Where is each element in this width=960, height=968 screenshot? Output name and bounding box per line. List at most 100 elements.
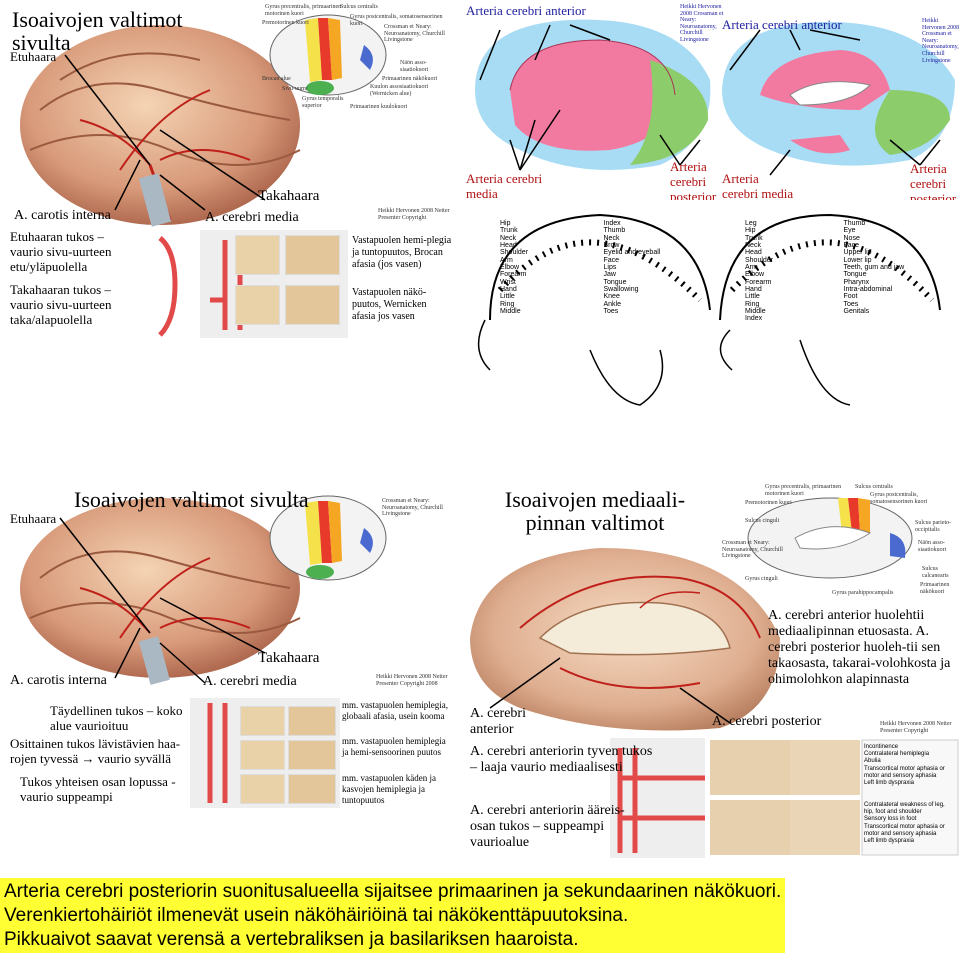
homunculus-left-label: Shoulder (500, 249, 529, 257)
netter-symptom: Left limb dyspraxia (864, 837, 915, 844)
panel1-taka-tukos: Takahaaran tukos – vaurio sivu-uurteen t… (10, 282, 112, 327)
inset1-premotor: Premotorinen kuori (262, 20, 309, 26)
brain-medial-illustration (470, 497, 959, 858)
panel1-carotis: A. carotis interna (14, 208, 111, 223)
homunculus-right-label: Index (745, 315, 763, 323)
panel3-brain-thumb-3 (240, 740, 285, 770)
inset1-prim-kuulo: Primaarinen kuulokuori (350, 104, 408, 110)
panel3-effect1: mm. vastapuolen hemiplegia, globaali afa… (342, 700, 448, 721)
panel4-desc: A. cerebri anterior huolehtii mediaalipi… (768, 608, 951, 688)
inset1-nako-asso: Näön asso-siaatiokuori (400, 60, 429, 73)
inset1-crossman: Crossman et Neary: Neuroanatomy, Churchi… (384, 24, 445, 44)
homunculus-right-labels: Leg Hip Trunk Neck Head Shoulder Arm Elb… (745, 220, 935, 323)
acm-label-2: Arteria cerebri media (722, 171, 794, 200)
panel-medial-arteries: Isoaivojen mediaali-pinnan valtimot A. c… (460, 478, 960, 868)
inset4-prim-nako: Primaarinen näkökuori (920, 582, 950, 595)
panel3-cerebri-media: A. cerebri media (203, 674, 297, 689)
panel-lateral-arteries-2: Isoaivojen valtimot sivulta Etuhaara Tak… (0, 478, 460, 868)
homunculus-left-label: Forearm (500, 271, 527, 279)
homunculus-right-label: Genitals (843, 308, 870, 316)
territory-maps-illustration (475, 19, 955, 176)
panel1-brain-thumb-2 (285, 235, 340, 275)
acm-label-1: Arteria cerebri media (466, 171, 543, 200)
homunculus-right-label: Arm (745, 264, 758, 272)
inset4-gyrus-pre: Gyrus precentralis, primaarinen motorine… (765, 484, 842, 497)
homunculus-right-label: Upper lip (843, 249, 872, 257)
inset1-gyrus-pre: Gyrus precentralis, primaarinen motorine… (265, 4, 342, 17)
homunculus-left-label: Lips (603, 264, 617, 272)
summary-line-2: Verenkiertohäiriöt ilmenevät usein näköh… (4, 904, 629, 926)
homunculus-right-label: Middle (745, 308, 766, 316)
homunculus-right-label: Thumb (843, 220, 866, 227)
homunculus-left-label: Head (500, 242, 517, 250)
panel3-title: Isoaivojen valtimot sivulta (74, 487, 309, 512)
homunculus-right-label: Pharynx (843, 278, 870, 286)
panel3-takahaara: Takahaara (258, 650, 320, 666)
homunculus-right-label: Teeth, gum and jaw (843, 264, 905, 272)
inset-medial-cortex-map (747, 497, 913, 579)
homunculus-left-label: Swallowing (603, 286, 639, 294)
inset1-prim-nako: Primaarinen näkökuori (382, 76, 438, 82)
panel1-etu-tukos: Etuhaaran tukos – vaurio sivu-uurteen et… (10, 229, 112, 274)
homunculus-right-label: Face (843, 242, 860, 250)
homunculus-left-label: Index (603, 220, 621, 227)
copyright-left: Heikki Hervonen 2008 Crossman et Neary: … (680, 4, 724, 43)
panel1-brain-thumb-1 (235, 235, 280, 275)
panel3-effect2: mm. vastapuolen hemiplegia ja hemi-senso… (342, 736, 446, 757)
panel1-etuhaara: Etuhaara (10, 49, 57, 64)
homunculus-left-label: Elbow (500, 264, 520, 272)
homunculus-left-label: Toes (603, 308, 619, 316)
inset4-nako-asso: Näön asso-siaatiokuori (918, 540, 947, 553)
inset1-broca: Brocan alue (262, 76, 291, 82)
acp-label-1: Arteria cerebri posterior (670, 159, 717, 200)
homunculus-left-label: Middle (500, 308, 521, 316)
panel3-taydellinen: Täydellinen tukos – koko alue vaurioituu (50, 703, 183, 733)
acp-label-2: Arteria cerebri posterior (910, 161, 957, 200)
netter-symptoms-1: Incontinence Contralateral hemiplegia Ab… (864, 744, 956, 787)
homunculus-left-label: Wrist (500, 278, 516, 286)
inset1-sivu: Sivu-uurre (282, 86, 308, 92)
panel3-brain-thumb-1 (240, 706, 285, 736)
homunculus-left-label: Hand (500, 286, 517, 294)
inset4-premotor: Premotorinen kuori (745, 500, 792, 506)
homunculus-left-label: Thumb (603, 227, 626, 235)
inset4-calcarinus: Sulcus calcanearis (922, 566, 949, 579)
inset4-parahippo: Gyrus parahippocampalis (832, 590, 894, 596)
homunculus-right-label: Forearm (745, 278, 772, 286)
inset1-sulcus-c: Sulcus centralis (340, 4, 378, 10)
homunculus-left-label: Tongue (603, 278, 627, 286)
inset1-temporalis: Gyrus temporalis superior (302, 96, 344, 109)
panel1-cerebri-media: A. cerebri media (205, 210, 299, 225)
homunculus-left-label: Brow (603, 242, 620, 250)
homunculus-right-label: Tongue (843, 271, 867, 279)
homunculus-left-label: Neck (603, 234, 620, 242)
netter-symptom: Abulia (864, 758, 881, 765)
panel4-title: Isoaivojen mediaali-pinnan valtimot (504, 487, 686, 536)
homunculus-right-label: Foot (843, 293, 858, 301)
panel3-brain-thumb-4 (288, 740, 336, 770)
netter-symptom: Sensory loss in foot (864, 816, 917, 823)
netter-symptom: Transcortical motor aphasia or motor and… (864, 823, 945, 837)
homunculus-right-label: Elbow (745, 271, 765, 279)
netter-symptom: Contralateral hemiplegia (864, 751, 930, 758)
inset-cortex-map (269, 14, 387, 96)
homunculus-left-label: Ring (500, 300, 515, 308)
summary-text-box: Arteria cerebri posteriorin suonitusalue… (0, 878, 786, 954)
panel4-tyvi: A. cerebri anteriorin tyven tukos – laaj… (470, 744, 653, 776)
inset4-sulcus-c: Sulcus centralis (855, 484, 893, 490)
aca-label-1: Arteria cerebri anterior (466, 3, 586, 18)
netter-symptom: Incontinence (864, 744, 899, 750)
panel1-title: Isoaivojen valtimot sivulta (12, 7, 183, 56)
panel1-effect1: Vastapuolen hemi-plegia ja tuntopuutos, … (352, 235, 452, 270)
netter-symptom: Contralateral weakness of leg, hip, foot… (864, 802, 945, 816)
panel4-copyright: Heikki Hervonen 2008 Netter Presenter Co… (880, 721, 952, 734)
panel-arterial-territories: Arteria cerebri anterior Heikki Hervonen… (460, 0, 960, 200)
homunculus-right-label: Toes (843, 300, 859, 308)
homunculus-left-label: Face (603, 256, 620, 264)
homunculus-right-label: Lower lip (843, 256, 872, 264)
panel3-carotis: A. carotis interna (10, 673, 107, 688)
homunculus-right-label: Little (745, 293, 760, 301)
homunculus-left-label: Little (500, 293, 515, 301)
homunculus-right-label: Head (745, 249, 762, 257)
inset1-kuulo-asso: Kuulon assosiaatiokuori (Wernicken alue) (370, 84, 429, 97)
